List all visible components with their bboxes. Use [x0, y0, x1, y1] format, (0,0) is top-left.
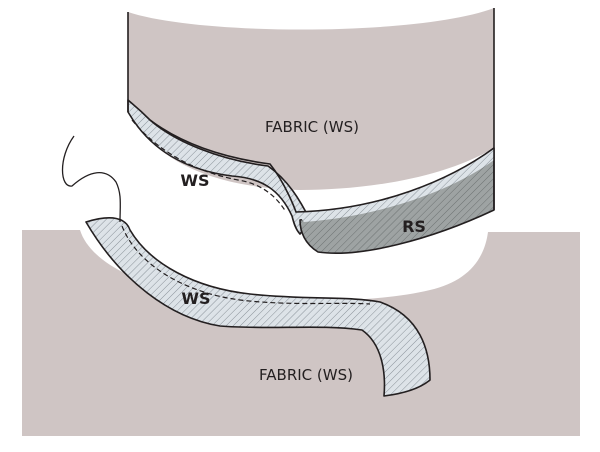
lower-strip-ws-label: WS — [181, 289, 210, 308]
lower-strip-ws — [85, 217, 431, 397]
lower-fabric-label: FABRIC (WS) — [259, 366, 353, 384]
upper-cylinder-edge — [149, 119, 495, 213]
upper-fabric-label: FABRIC (WS) — [265, 118, 359, 136]
lower-strip-stitching — [121, 225, 371, 305]
upper-strip-rs-label: RS — [402, 217, 426, 236]
upper-cylinder-outline — [127, 8, 495, 210]
upper-strip-stitching — [131, 119, 287, 213]
lower-fabric-panel — [22, 230, 580, 436]
upper-strip-band — [296, 148, 494, 222]
upper-fabric-cylinder — [128, 8, 494, 190]
upper-strip-ws-label: WS — [180, 171, 209, 190]
thread — [61, 135, 121, 223]
